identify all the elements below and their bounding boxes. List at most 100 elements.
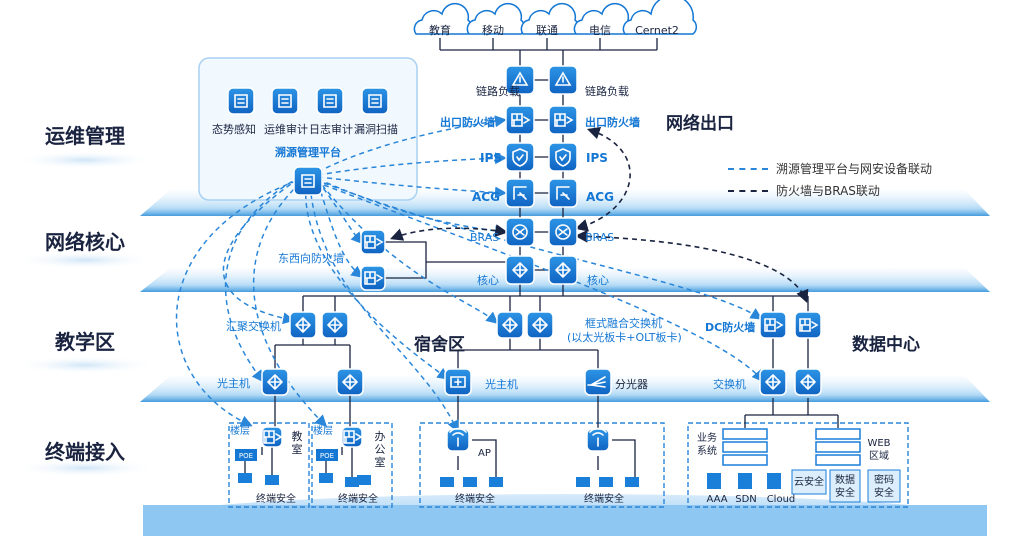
platform-tool-2[interactable] bbox=[316, 87, 344, 115]
isp-cloud: 移动 bbox=[466, 2, 526, 37]
egress-router-device[interactable] bbox=[505, 217, 535, 247]
frame-switch-1[interactable] bbox=[496, 311, 524, 339]
dorm-pon-ap[interactable] bbox=[586, 427, 610, 452]
room-office-label: 室 bbox=[375, 455, 386, 469]
zone-dorm-access bbox=[419, 422, 665, 508]
splitter-glyph-icon bbox=[587, 376, 606, 388]
ips-label: IPS bbox=[586, 151, 608, 165]
dc-switch-2[interactable] bbox=[794, 368, 822, 396]
ew-firewall-1[interactable] bbox=[360, 229, 386, 255]
platform-device[interactable] bbox=[293, 166, 323, 196]
platform-tool-1[interactable] bbox=[271, 87, 299, 115]
egress-router-device[interactable] bbox=[548, 217, 578, 247]
endpoint-icon bbox=[489, 477, 503, 487]
ops-icon bbox=[293, 166, 323, 196]
platform-tool-3[interactable] bbox=[361, 87, 389, 115]
zone-label-egress: 网络出口 bbox=[666, 114, 734, 134]
switch-glyph-icon bbox=[327, 317, 343, 333]
endpoint-icon bbox=[345, 477, 359, 487]
ew-fw-link bbox=[373, 241, 507, 279]
egress-shield-device[interactable] bbox=[548, 142, 578, 172]
core-label: 核心 bbox=[477, 273, 499, 287]
linkage-flows bbox=[175, 115, 809, 433]
access-zone-boxes bbox=[228, 422, 909, 508]
egress-lb-device[interactable] bbox=[548, 65, 578, 95]
data-security-label: 安全 bbox=[835, 486, 855, 499]
shield-glyph-icon bbox=[512, 148, 528, 167]
dorm-access-links bbox=[457, 382, 636, 480]
egress-shield-device[interactable] bbox=[505, 142, 535, 172]
shield-icon bbox=[505, 142, 535, 172]
lb-glyph-icon bbox=[554, 71, 572, 86]
shield-glyph-icon bbox=[555, 148, 571, 167]
platform-tool-label: 漏洞扫描 bbox=[354, 122, 398, 136]
agg-switch-1[interactable] bbox=[289, 311, 317, 339]
floor-switch-1[interactable] bbox=[261, 426, 283, 448]
isp-name: 移动 bbox=[482, 24, 504, 37]
bras-label: BRAS bbox=[470, 231, 499, 244]
endpoint-icon bbox=[625, 477, 639, 487]
fw-glyph-icon bbox=[364, 271, 384, 285]
server-icon bbox=[707, 473, 721, 489]
legend-blue: 溯源管理平台与网安设备联动 bbox=[728, 160, 932, 177]
shield-icon bbox=[548, 142, 578, 172]
dc-firewall-1[interactable] bbox=[759, 311, 787, 339]
dorm-splitter[interactable] bbox=[584, 368, 612, 396]
egress-switch-device[interactable] bbox=[548, 255, 578, 285]
dc-switch-1[interactable] bbox=[759, 368, 787, 396]
teaching-optical-1[interactable] bbox=[261, 368, 289, 396]
isp-cloud: Cernet2 bbox=[622, 0, 698, 37]
router-glyph-icon bbox=[555, 224, 571, 240]
fw-bras-linkage-flow bbox=[574, 126, 631, 232]
floor-switch-2[interactable] bbox=[341, 426, 363, 448]
cloud-security-label: 云安全 bbox=[794, 475, 824, 488]
egress-lb-device[interactable] bbox=[505, 65, 535, 95]
poe-label: POE bbox=[320, 452, 334, 460]
platform-tool-label: 态势感知 bbox=[212, 122, 256, 136]
crypto-security-label: 密码 bbox=[874, 473, 894, 486]
endpoint-security-label: 终端安全 bbox=[338, 492, 378, 505]
isp-cloud: 联通 bbox=[520, 2, 580, 37]
egress-fw-device[interactable] bbox=[505, 105, 535, 135]
tier-label-core: 网络核心 bbox=[45, 230, 125, 254]
splitter-icon bbox=[584, 368, 612, 396]
switch-glyph-icon bbox=[502, 317, 518, 333]
egress-acg-device[interactable] bbox=[548, 178, 578, 208]
egress-acg-device[interactable] bbox=[505, 178, 535, 208]
ew-firewall-2[interactable] bbox=[360, 265, 386, 291]
ops-icon bbox=[227, 87, 255, 115]
floor-label: 楼层 bbox=[230, 424, 250, 437]
fw-glyph-icon bbox=[511, 113, 531, 127]
server-rack-icon bbox=[815, 428, 861, 440]
ew-fw-label: 东西向防火墙 bbox=[278, 251, 344, 265]
platform-linkage-flow bbox=[222, 178, 299, 325]
platform-tool-0[interactable] bbox=[227, 87, 255, 115]
legend-blue-label: 溯源管理平台与网安设备联动 bbox=[776, 162, 933, 176]
dorm-optical[interactable] bbox=[444, 368, 472, 396]
isp-name: 教育 bbox=[429, 23, 451, 37]
ops-glyph-icon bbox=[278, 94, 292, 108]
router-glyph-icon bbox=[512, 224, 528, 240]
platform-linkage-flow bbox=[224, 176, 301, 383]
security-tile bbox=[829, 469, 861, 503]
security-tile bbox=[867, 469, 901, 503]
egress-switch-device[interactable] bbox=[505, 255, 535, 285]
agg-switch-2[interactable] bbox=[321, 311, 349, 339]
core-label: 核心 bbox=[587, 273, 609, 287]
device-labels: 态势感知运维审计日志审计漏洞扫描溯源管理平台链路负载链路负载出口防火墙出口防火墙… bbox=[212, 84, 894, 505]
dorm-ap[interactable] bbox=[446, 427, 470, 452]
switch-glyph-icon bbox=[555, 262, 571, 278]
server-rack-icon bbox=[815, 441, 861, 453]
fw-bras-linkage-flow bbox=[389, 224, 509, 241]
platform-linkage-flow bbox=[321, 184, 499, 324]
frame-switch-2[interactable] bbox=[526, 311, 554, 339]
dc-firewall-2[interactable] bbox=[794, 311, 822, 339]
legend-black: 防火墙与BRAS联动 bbox=[728, 182, 880, 199]
data-security-label: 数据 bbox=[835, 473, 855, 486]
room-office-label: 公 bbox=[375, 443, 386, 456]
egress-fw-device[interactable] bbox=[548, 105, 578, 135]
ap-label: AP bbox=[478, 448, 491, 459]
teaching-optical-2[interactable] bbox=[336, 368, 364, 396]
web-zone-label: WEB bbox=[867, 438, 890, 449]
